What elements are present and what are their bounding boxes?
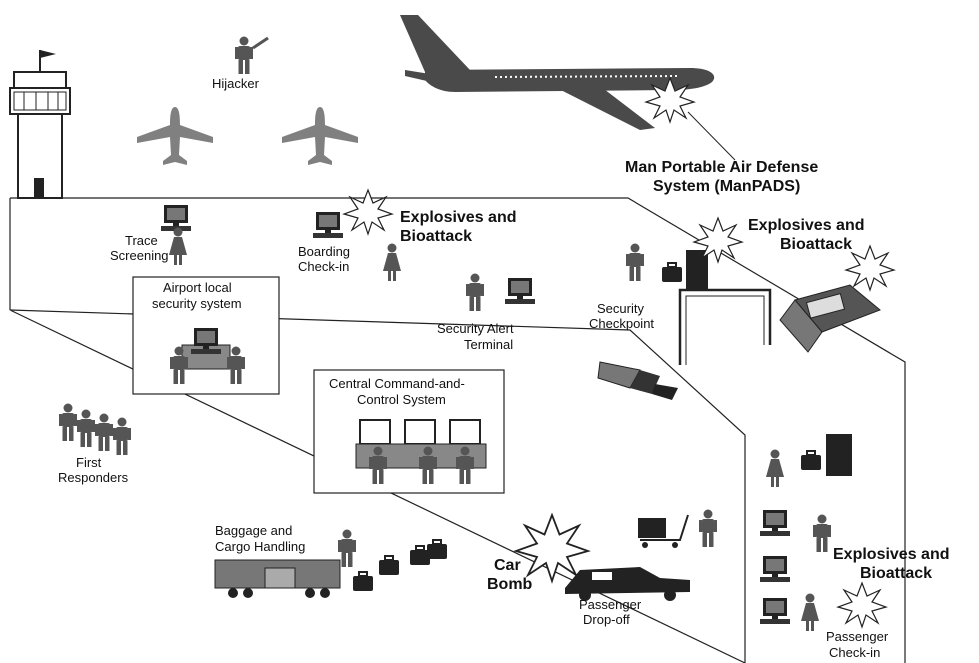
scanner-burst [845,245,895,291]
central-command-label-line2: Control System [357,392,446,407]
car-bomb-label-line2: Bomb [487,576,533,593]
baggage-label-line2: Cargo Handling [215,539,306,554]
checkin-burst [837,582,887,628]
metal-detector-gate [678,288,772,365]
trace-passenger [169,227,187,265]
airliner [400,15,715,130]
dropoff-label-line2: Drop-off [583,612,630,627]
manpads-label-line2: System (ManPADS) [653,178,801,195]
boarding-passenger [383,243,401,281]
boarding-burst [343,189,393,235]
checkin-label-line2: Check-in [829,645,881,660]
security-checkpoint-label-line2: Checkpoint [589,316,655,331]
trace-label-line2: Screening [110,248,169,263]
dropoff-label-line1: Passenger [579,597,642,612]
boarding-label-line1: Boarding [298,244,351,259]
hijacker-label: Hijacker [212,76,259,91]
airport-security-desk [170,328,245,384]
hijacker-figure [235,36,269,74]
first-responders-label-line2: Responders [58,470,129,485]
xray-scanner [779,284,881,353]
central-command-label-line1: Central Command-and- [329,376,465,391]
explosives-label-2-line1: Explosives and [748,217,865,234]
alert-operator [466,273,484,311]
trace-computer [161,205,191,231]
boarding-computer [313,212,343,238]
checkin-kiosk [826,434,852,476]
explosives-label-1-line2: Bioattack [400,228,473,245]
airport-security-label-line1: Airport local [163,280,232,295]
trace-label-line1: Trace [125,233,158,248]
checkpoint-bag [661,262,683,283]
control-tower [9,50,71,199]
parked-plane-right [282,107,358,165]
checkin-agent-1 [813,514,831,552]
alert-terminal-label-line2: Terminal [464,337,514,352]
luggage-trolley [638,514,689,548]
baggage-label-line1: Baggage and [215,523,293,538]
checkin-woman [766,449,784,487]
parked-plane-left [137,107,213,165]
alert-terminal-label-line1: Security Alert [437,321,514,336]
checkin-woman-2 [801,593,819,631]
checkin-label-line1: Passenger [826,629,889,644]
car-bomb-burst [515,514,589,582]
car [565,567,690,601]
baggage-handler [338,529,356,567]
checkpoint-machine [686,250,708,290]
explosives-label-3-line1: Explosives and [833,546,950,563]
dropoff-passenger [699,509,717,547]
cargo-cart [214,559,341,598]
delivery-truck [597,361,678,400]
first-responders-group [59,403,131,455]
checkin-bag [800,450,822,471]
security-checkpoint-label-line1: Security [597,301,644,316]
alert-computer [505,278,535,304]
explosives-label-1-line1: Explosives and [400,209,517,226]
boarding-label-line2: Check-in [298,259,350,274]
checkin-computer-1 [760,510,790,536]
first-responders-label-line1: First [76,455,102,470]
checkin-computer-3 [760,598,790,624]
manpads-label-line1: Man Portable Air Defense [625,159,819,176]
baggage-items [352,539,448,592]
central-command-consoles [355,419,487,484]
explosives-label-2-line2: Bioattack [780,236,853,253]
airport-security-label-line2: security system [152,296,242,311]
car-bomb-label-line1: Car [494,557,521,574]
terminal-outline [9,197,906,663]
explosives-label-3-line2: Bioattack [860,565,933,582]
checkpoint-officer [626,243,644,281]
checkin-computer-2 [760,556,790,582]
